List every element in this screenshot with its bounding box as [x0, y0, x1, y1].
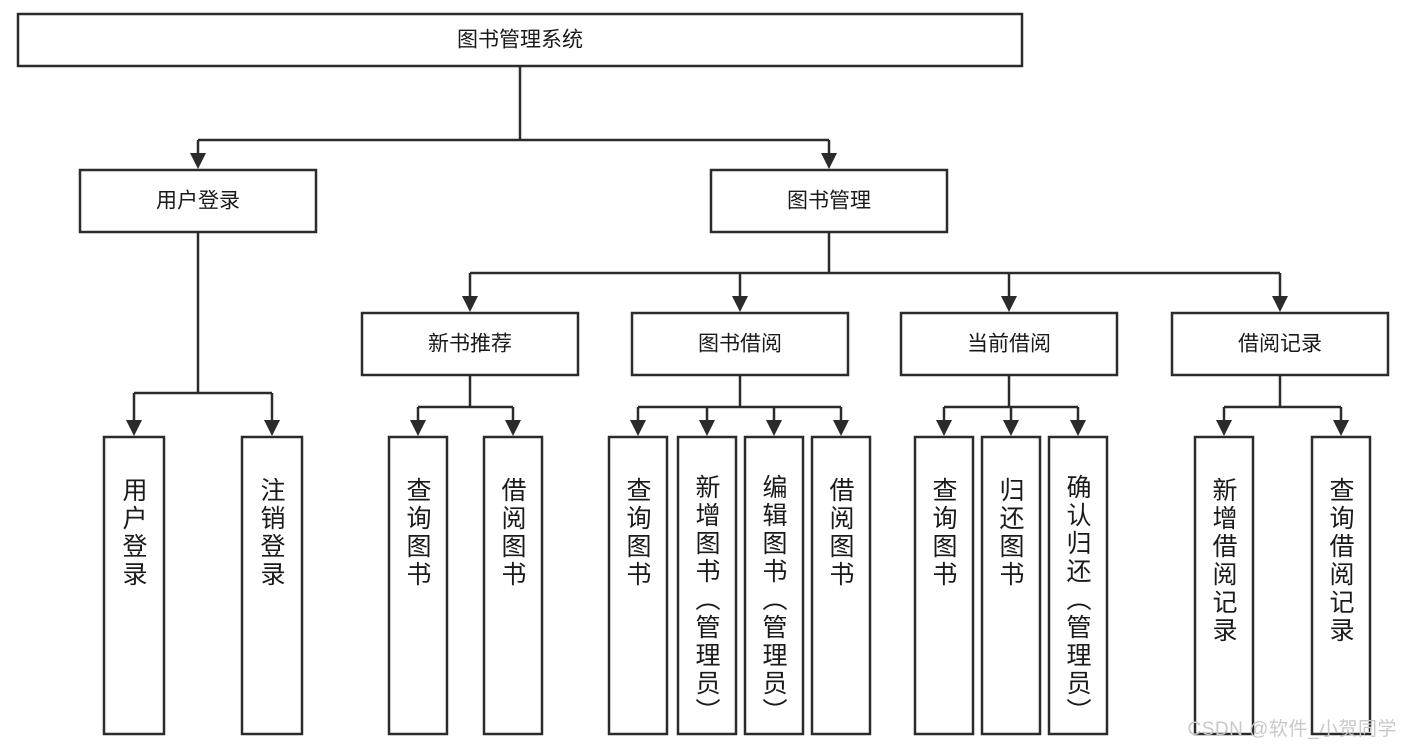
node-leaf-logout[interactable] — [240, 435, 304, 736]
node-box-current-borrow[interactable] — [899, 311, 1119, 377]
arrow-head-icon — [833, 420, 849, 436]
arrow-head-icon — [126, 420, 142, 436]
node-new-book-recommend[interactable] — [360, 311, 580, 377]
node-leaf-borrow-book[interactable] — [810, 435, 872, 736]
arrow-head-icon — [264, 420, 280, 436]
node-box-new-book-recommend[interactable] — [360, 311, 580, 377]
node-box-leaf-add-record[interactable] — [1193, 435, 1255, 736]
node-label-book-management: 图书管理 — [787, 190, 871, 213]
node-label-root: 图书管理系统 — [457, 29, 583, 52]
node-root[interactable] — [16, 12, 1024, 68]
arrow-head-icon — [732, 296, 748, 312]
csdn-watermark: CSDN @软件_小贺同学 — [1187, 719, 1397, 740]
node-box-borrow-record[interactable] — [1170, 311, 1390, 377]
node-leaf-query-record[interactable] — [1310, 435, 1372, 736]
arrow-head-icon — [1272, 296, 1288, 312]
node-box-leaf-query-book-current[interactable] — [913, 435, 975, 736]
node-box-leaf-query-book-borrow[interactable] — [607, 435, 669, 736]
arrow-head-icon — [1333, 420, 1349, 436]
node-leaf-query-book-borrow[interactable] — [607, 435, 669, 736]
arrow-head-icon — [1003, 420, 1019, 436]
arrow-head-icon — [766, 420, 782, 436]
arrow-head-icon — [630, 420, 646, 436]
node-label-user-login: 用户登录 — [156, 190, 240, 213]
node-box-leaf-borrow-book[interactable] — [810, 435, 872, 736]
arrow-head-icon — [1070, 420, 1086, 436]
node-box-leaf-logout[interactable] — [240, 435, 304, 736]
node-leaf-add-book[interactable] — [676, 435, 738, 736]
node-label-book-borrow: 图书借阅 — [698, 333, 782, 356]
arrow-head-icon — [190, 153, 206, 169]
node-box-leaf-add-book[interactable] — [676, 435, 738, 736]
arrow-head-icon — [821, 153, 837, 169]
node-box-leaf-user-login[interactable] — [102, 435, 166, 736]
arrow-head-icon — [1216, 420, 1232, 436]
node-box-leaf-edit-book[interactable] — [743, 435, 805, 736]
node-leaf-borrow-book-new[interactable] — [482, 435, 544, 736]
node-leaf-edit-book[interactable] — [743, 435, 805, 736]
node-box-book-management[interactable] — [709, 168, 949, 234]
arrow-head-icon — [699, 420, 715, 436]
node-book-borrow[interactable] — [630, 311, 850, 377]
node-box-leaf-return-book[interactable] — [980, 435, 1042, 736]
node-leaf-confirm-return[interactable] — [1047, 435, 1109, 736]
node-label-current-borrow: 当前借阅 — [967, 333, 1051, 356]
node-label-borrow-record: 借阅记录 — [1238, 333, 1322, 356]
node-box-root[interactable] — [16, 12, 1024, 68]
connector-layer — [126, 66, 1349, 436]
node-leaf-query-book-new[interactable] — [387, 435, 449, 736]
node-current-borrow[interactable] — [899, 311, 1119, 377]
node-label-new-book-recommend: 新书推荐 — [428, 333, 512, 356]
arrow-head-icon — [410, 420, 426, 436]
node-box-leaf-borrow-book-new[interactable] — [482, 435, 544, 736]
node-box-leaf-confirm-return[interactable] — [1047, 435, 1109, 736]
node-box-user-login[interactable] — [78, 168, 318, 234]
node-leaf-user-login[interactable] — [102, 435, 166, 736]
node-leaf-query-book-current[interactable] — [913, 435, 975, 736]
node-user-login[interactable] — [78, 168, 318, 234]
node-book-management[interactable] — [709, 168, 949, 234]
arrow-head-icon — [462, 296, 478, 312]
node-leaf-return-book[interactable] — [980, 435, 1042, 736]
node-borrow-record[interactable] — [1170, 311, 1390, 377]
node-leaf-add-record[interactable] — [1193, 435, 1255, 736]
node-box-leaf-query-book-new[interactable] — [387, 435, 449, 736]
node-box-book-borrow[interactable] — [630, 311, 850, 377]
arrow-head-icon — [936, 420, 952, 436]
arrow-head-icon — [1001, 296, 1017, 312]
arrow-head-icon — [505, 420, 521, 436]
node-box-layer — [16, 12, 1390, 736]
node-box-leaf-query-record[interactable] — [1310, 435, 1372, 736]
